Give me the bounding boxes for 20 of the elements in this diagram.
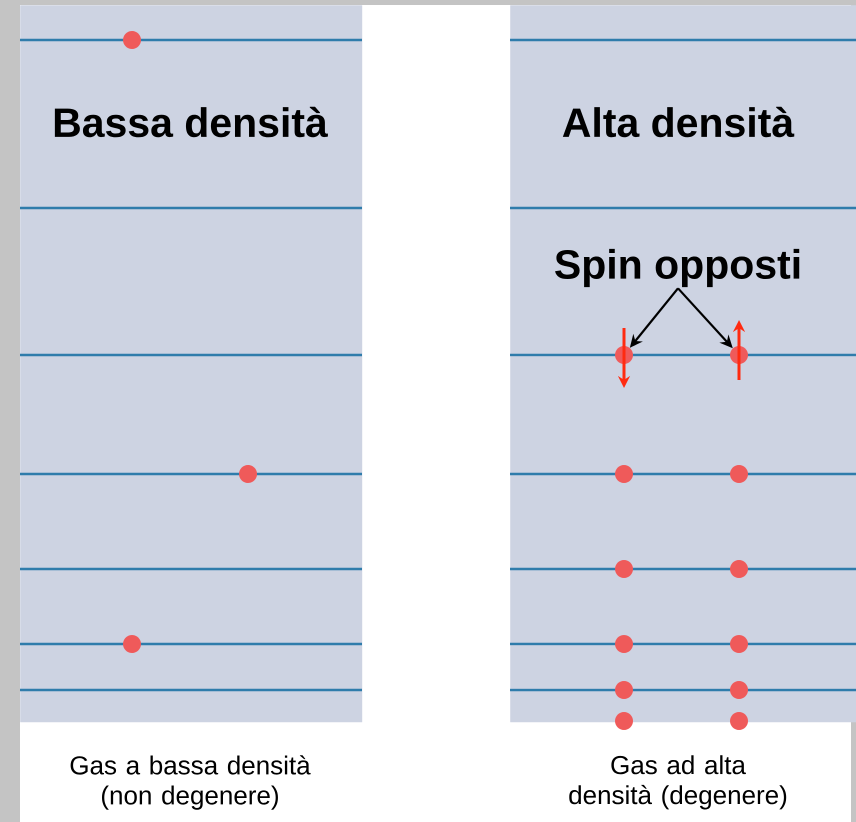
particle-dot (239, 465, 257, 483)
particle-dot (615, 465, 633, 483)
panel-title: Bassa densità (54, 106, 328, 138)
particle-dot (730, 346, 748, 364)
particle-dot (730, 712, 748, 730)
particle-dot (730, 560, 748, 578)
particle-dot (123, 31, 141, 49)
node-label: Gas a bassa densità (non degenere) (70, 755, 311, 810)
particle-dot (615, 346, 633, 364)
particle-dot (615, 560, 633, 578)
particle-dot (615, 681, 633, 699)
label-text: Spin opposti (555, 248, 800, 288)
particle-dot (730, 465, 748, 483)
node-label: Gas ad alta densità (degenere) (569, 755, 786, 810)
panel-title: Alta densità (562, 106, 794, 138)
particle-dot (123, 635, 141, 653)
particle-dot (730, 681, 748, 699)
particle-dot (730, 635, 748, 653)
particle-dot (615, 635, 633, 653)
particle-dot (615, 712, 633, 730)
